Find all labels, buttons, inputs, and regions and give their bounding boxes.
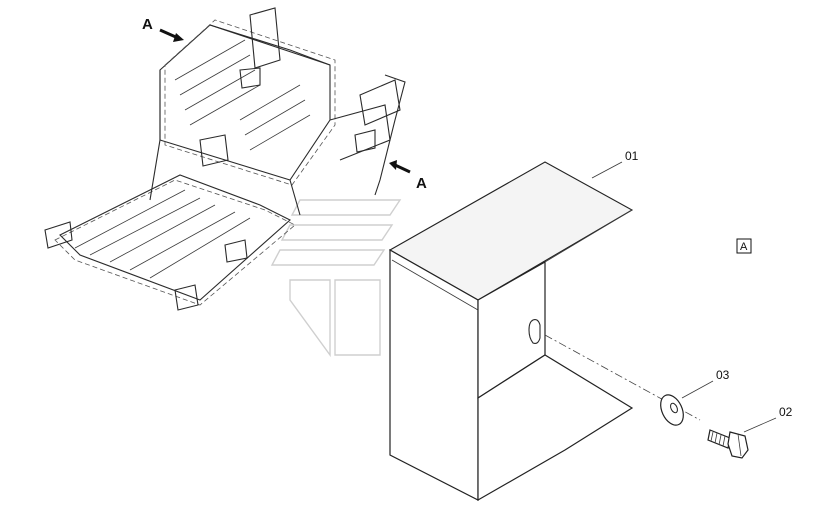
view-marker-a-right: A [416, 175, 427, 192]
callout-02: 02 [779, 405, 793, 419]
leader-03 [681, 380, 714, 399]
leader-02 [743, 417, 777, 433]
callout-03: 03 [716, 368, 730, 382]
cover-plate-part-01 [388, 161, 634, 502]
view-box-a: A [736, 238, 752, 254]
view-arrow-top [159, 28, 184, 42]
view-marker-a-top: A [142, 16, 153, 33]
view-box-a-label: A [740, 241, 748, 253]
bolt-part-02 [707, 429, 749, 459]
washer-part-03 [660, 394, 684, 426]
callout-01: 01 [625, 149, 639, 163]
machine-frame-assembly [44, 7, 406, 311]
view-arrow-right [389, 160, 411, 174]
leader-01 [591, 161, 623, 179]
